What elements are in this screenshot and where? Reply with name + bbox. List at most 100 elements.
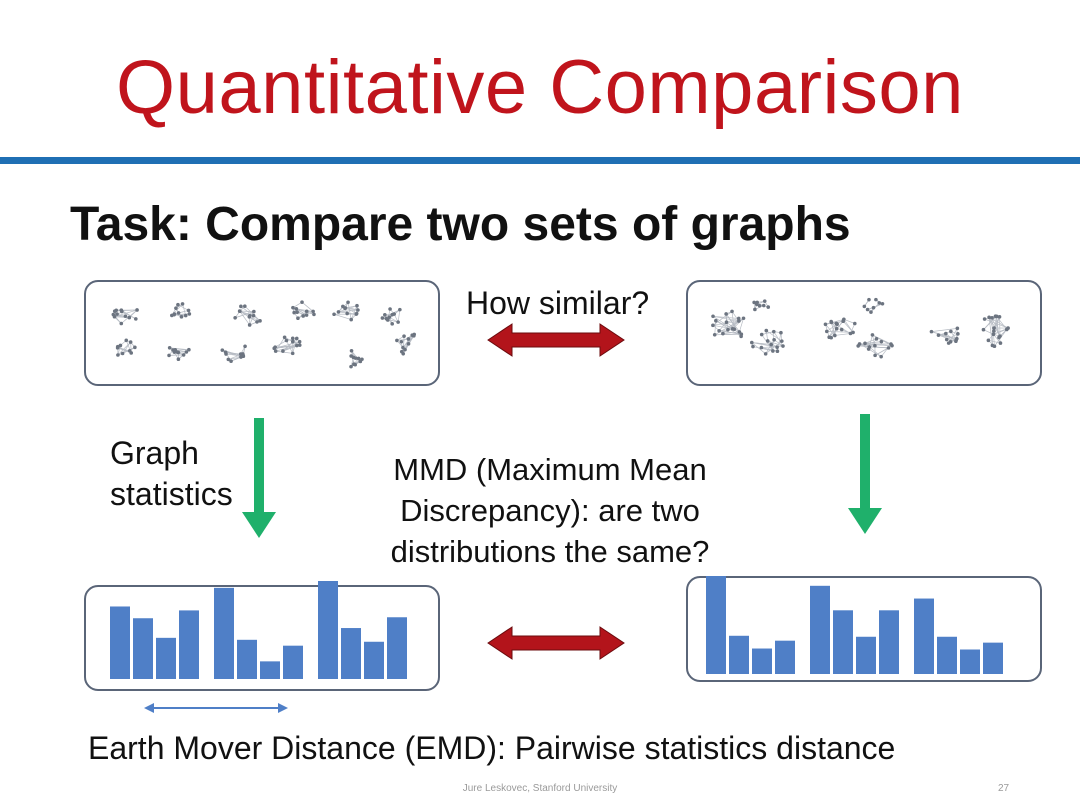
- graph-node: [345, 311, 349, 316]
- graph-node: [772, 337, 776, 342]
- histogram-bar: [364, 641, 384, 679]
- histogram-bar: [387, 617, 407, 679]
- graph-node: [229, 359, 233, 363]
- graph-node: [239, 304, 243, 309]
- graph-node: [301, 314, 305, 318]
- graph-node: [944, 331, 948, 336]
- graph-node: [751, 344, 755, 349]
- graph-node: [869, 310, 873, 314]
- emd-caption: Earth Mover Distance (EMD): Pairwise sta…: [88, 730, 896, 766]
- graph-edge: [766, 330, 783, 342]
- graph-node: [833, 333, 837, 338]
- graph-node: [757, 303, 762, 308]
- graph-statistics-label: Graph statistics: [110, 433, 233, 515]
- graph-edge: [864, 341, 882, 344]
- graph-node: [112, 314, 117, 319]
- graph-node: [991, 332, 996, 337]
- graph-edge: [714, 320, 717, 335]
- graph-node: [406, 342, 411, 346]
- graph-node: [295, 310, 299, 315]
- graph-node: [848, 331, 853, 336]
- graph-node: [133, 345, 137, 350]
- graph-node: [336, 310, 341, 314]
- graph-node: [243, 344, 247, 349]
- graph-edge: [732, 318, 744, 330]
- graph-node: [134, 317, 138, 321]
- graph-edge: [712, 324, 733, 330]
- graph-node: [354, 311, 359, 316]
- graph-node: [294, 307, 299, 311]
- graph-node: [248, 313, 252, 318]
- graph-node: [272, 346, 277, 351]
- graph-node: [842, 317, 846, 322]
- graph-node: [119, 321, 124, 326]
- histogram-right-panel: [686, 576, 1042, 682]
- graph-edge: [275, 345, 297, 352]
- graph-node: [290, 339, 295, 344]
- graph-edge: [114, 309, 138, 312]
- histogram-bar: [983, 642, 1003, 674]
- histogram-right-chart: [706, 576, 1003, 674]
- graph-node: [176, 357, 181, 362]
- graph-edge: [282, 338, 298, 352]
- graph-node: [737, 319, 741, 323]
- graph-edge: [350, 305, 358, 320]
- graph-edge: [988, 339, 1001, 344]
- graph-node: [128, 340, 133, 344]
- graph-node: [118, 343, 123, 348]
- graph-node: [255, 320, 259, 324]
- graph-edge: [169, 347, 189, 351]
- graph-edge: [830, 321, 851, 334]
- graph-node: [956, 332, 960, 336]
- graph-node: [294, 336, 299, 341]
- graph-node: [403, 347, 407, 352]
- graph-node: [769, 342, 774, 347]
- graph-node: [879, 339, 884, 344]
- mmd-line-1: MMD (Maximum Mean: [393, 452, 707, 487]
- graph-node: [353, 356, 358, 360]
- graph-node: [167, 353, 171, 358]
- graph-node: [224, 352, 228, 356]
- graph-node: [871, 305, 876, 310]
- graph-edge: [225, 353, 243, 357]
- graph-node: [834, 321, 839, 326]
- graph-node: [120, 351, 125, 356]
- graph-edge: [726, 318, 739, 323]
- graph-node: [127, 315, 132, 320]
- graph-node: [880, 301, 885, 306]
- graph-edge: [715, 320, 733, 330]
- slide-title: Quantitative Comparison: [116, 45, 964, 130]
- graph-set-right-panel: [686, 280, 1042, 386]
- graph-node: [759, 332, 764, 337]
- graph-node: [865, 307, 870, 312]
- graph-node: [176, 302, 180, 307]
- graph-node: [771, 349, 775, 353]
- right-down-arrow-icon: [848, 414, 882, 534]
- graph-node: [179, 315, 184, 319]
- graph-node: [304, 309, 309, 314]
- graph-edge: [116, 313, 130, 318]
- graph-edge: [122, 341, 131, 354]
- graph-node: [387, 315, 392, 319]
- graph-node: [997, 315, 1002, 319]
- graph-node: [714, 318, 718, 323]
- graph-node: [764, 328, 769, 333]
- graph-node: [874, 297, 878, 302]
- graph-node: [241, 354, 246, 359]
- graph-node: [186, 308, 191, 313]
- graph-node: [711, 314, 715, 319]
- graph-node: [399, 339, 404, 344]
- histogram-bar: [810, 585, 830, 674]
- graph-edge: [867, 303, 883, 310]
- graph-node: [993, 314, 998, 319]
- graph-edge: [402, 335, 415, 348]
- graph-node: [730, 309, 734, 314]
- graph-node: [724, 320, 729, 325]
- histogram-bar: [706, 576, 726, 674]
- graph-edge: [761, 345, 783, 348]
- graph-node: [987, 315, 991, 320]
- graph-edge: [834, 333, 851, 336]
- emd-distance-arrow-icon: [144, 703, 288, 713]
- graph-edge: [993, 334, 995, 347]
- graph-node: [332, 312, 336, 317]
